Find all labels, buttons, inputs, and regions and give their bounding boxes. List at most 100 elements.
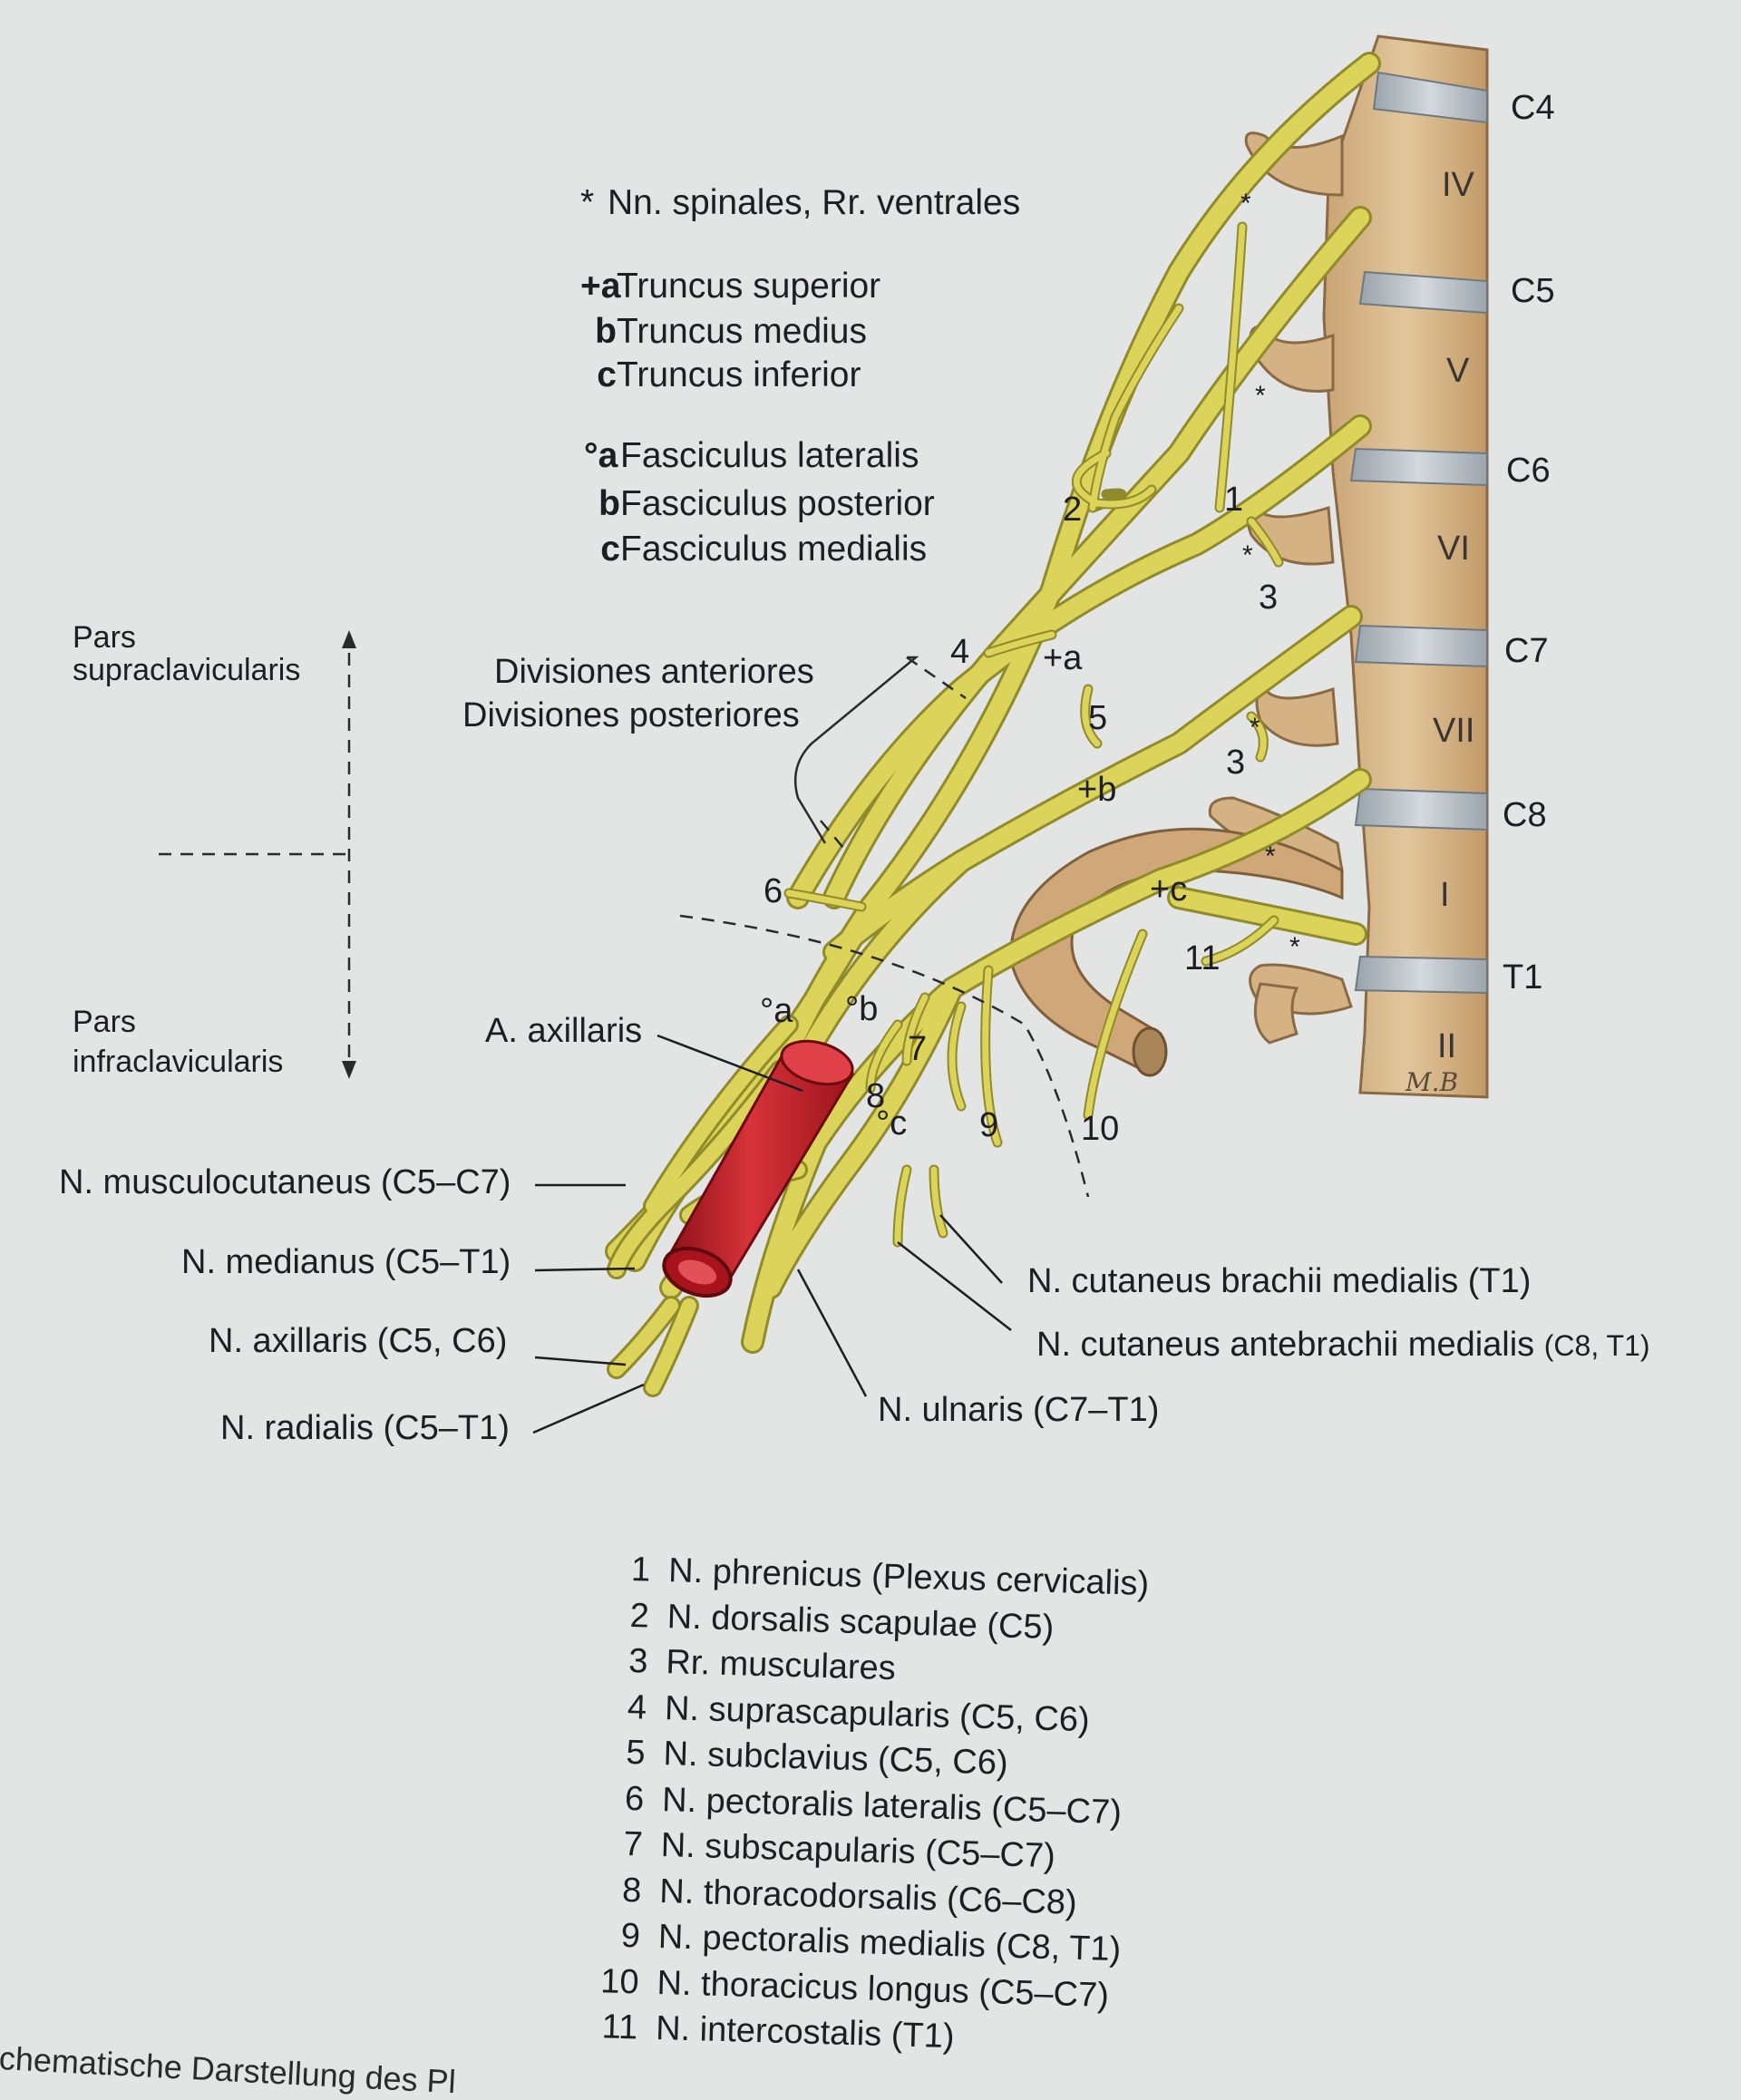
letter-c: c [597,355,617,394]
nerve-number-11: 11 [1184,939,1221,977]
trunk-mark-b: +b [1077,771,1117,809]
list-text: Rr. musculares [665,1643,897,1688]
fasc-mark-c: °c [876,1104,908,1142]
letter-c: c [600,530,620,569]
rib-cut-end [1132,1026,1168,1077]
legend-fasciculus-medialis-text: Fasciculus medialis [620,530,928,569]
label-n-ulnaris: N. ulnaris (C7–T1) [878,1391,1160,1429]
label-n-radialis: N. radialis (C5–T1) [220,1409,510,1447]
segment-label-c5: C5 [1511,272,1555,310]
list-number: 10 [599,1961,640,2001]
arrow-up [342,630,356,648]
star-mark: * [1242,540,1253,570]
legend-spinal: *Nn. spinales, Rr. ventrales [580,185,1020,220]
vertebra-label-v: V [1446,352,1470,390]
list-text: N. suprascapularis (C5, C6) [664,1688,1091,1739]
list-text: N. dorsalis scapulae (C5) [666,1597,1055,1647]
segment-label-c6: C6 [1506,452,1551,490]
list-text: N. subclavius (C5, C6) [663,1735,1009,1783]
legend-truncus-inferior-text: Truncus inferior [617,355,861,394]
nerve-number-1: 1 [1224,481,1244,519]
legend-fasc-symbol: °a [584,438,620,473]
list-number: 1 [630,1551,651,1590]
star-mark: * [1250,713,1260,743]
label-n-cutaneus-brachii: N. cutaneus brachii medialis (T1) [1027,1262,1532,1300]
list-text: N. thoracodorsalis (C6–C8) [658,1872,1078,1922]
plus-symbol: + [580,267,601,306]
segment-label-t1: T1 [1503,958,1543,997]
list-text: N. subscapularis (C5–C7) [660,1826,1056,1876]
label-n-musculocutaneus: N. musculocutaneus (C5–C7) [59,1163,511,1201]
label-n-medianus: N. medianus (C5–T1) [181,1243,511,1281]
nerve-number-7: 7 [908,1030,928,1068]
artist-signature: M.B [1405,1067,1459,1097]
intervertebral-discs [1349,71,1488,995]
legend-fasciculus-medialis: cFasciculus medialis [584,531,927,567]
vertebra-label-ii: II [1437,1027,1457,1065]
leader-lines [532,1034,1012,1434]
vertebra-label-vi: VI [1437,530,1470,568]
legend-truncus-medius-text: Truncus medius [617,312,867,351]
star-mark: * [1255,381,1266,411]
letter-a: a [600,267,621,306]
nerve-number-8: 8 [866,1077,886,1115]
legend-spinal-text: Nn. spinales, Rr. ventrales [608,183,1021,222]
vertebra-label-i: I [1440,876,1450,914]
legend-trunk-symbol: +a [580,267,620,306]
nerve-number-10: 10 [1081,1110,1120,1148]
trunk-mark-c: +c [1150,870,1188,909]
nerve-number-3: 3 [1259,578,1279,617]
legend-truncus-superior-text: Truncus superior [617,267,881,306]
t1-rib-head [1253,982,1299,1045]
list-text: N. thoracicus longus (C5–C7) [656,1963,1110,2015]
nerve-number-6: 6 [764,872,783,910]
region-label-supra-line1: Pars [73,620,136,655]
nerve-number-5: 5 [1088,699,1108,737]
label-n-cutaneus-antebrachii-text: N. cutaneus antebrachii medialis [1036,1326,1535,1364]
list-number: 8 [621,1871,642,1910]
list-number: 3 [627,1641,649,1681]
letter-b: b [598,484,620,523]
star-mark: * [1265,841,1276,871]
region-label-infra-line1: Pars [73,1005,136,1039]
letter-a: a [598,436,618,475]
legend-truncus-superior: +aTruncus superior [580,268,880,304]
legend-truncus-inferior: cTruncus inferior [580,357,861,393]
axillary-artery [662,1039,855,1298]
fasc-mark-b: °b [845,990,879,1028]
trunk-mark-a: +a [1043,639,1083,677]
segment-label-c4: C4 [1511,89,1555,127]
segment-label-c8: C8 [1503,796,1547,834]
star-mark: * [1289,932,1300,962]
divisions-bracket [793,656,919,844]
segment-label-c7: C7 [1504,632,1549,670]
legend-fasciculus-lateralis-text: Fasciculus lateralis [620,436,919,475]
label-n-axillaris: N. axillaris (C5, C6) [209,1322,508,1360]
nerve-number-3b: 3 [1226,744,1246,782]
vertebral-column [1009,34,1489,1099]
list-number: 9 [620,1916,641,1956]
list-number: 2 [629,1596,650,1636]
nerve-number-9: 9 [979,1106,999,1144]
vertebra-label-vii: VII [1433,712,1475,750]
divisions-anteriores-label: Divisiones anteriores [494,653,814,691]
vertebra-label-iv: IV [1442,166,1474,204]
list-text: N. intercostalis (T1) [655,2008,956,2056]
letter-b: b [595,312,617,351]
list-text: N. pectoralis medialis (C8, T1) [657,1918,1122,1969]
list-number: 7 [623,1824,644,1864]
nerve-number-2: 2 [1063,491,1083,529]
label-n-cutaneus-antebrachii-segments: (C8, T1) [1543,1329,1650,1362]
legend-truncus-medius: bTruncus medius [580,314,867,349]
list-number: 4 [627,1687,647,1727]
legend-fasciculus-lateralis: °aFasciculus lateralis [584,438,919,473]
legend-fasciculus-posterior: bFasciculus posterior [584,486,935,521]
label-n-cutaneus-antebrachii: N. cutaneus antebrachii medialis (C8, T1… [1036,1327,1650,1362]
region-guides [159,653,1090,1198]
degree-symbol: ° [584,436,598,475]
star-mark: * [1240,189,1251,219]
fasc-mark-a: °a [760,992,793,1030]
